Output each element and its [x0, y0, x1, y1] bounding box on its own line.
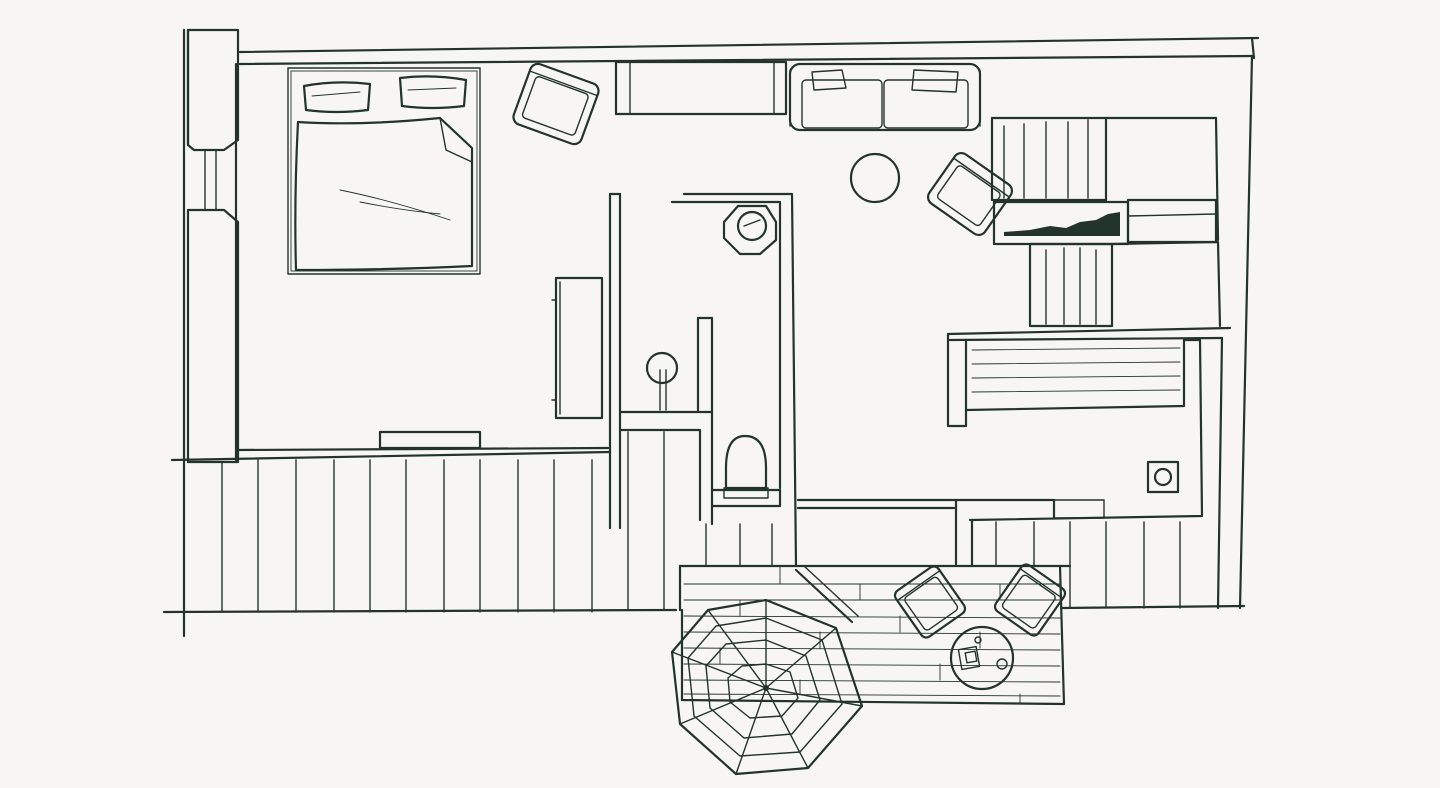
wardrobe	[614, 60, 788, 116]
double-bed	[287, 67, 481, 275]
exterior-walls	[234, 36, 1260, 610]
pillow	[398, 75, 468, 110]
side-table	[849, 152, 901, 204]
patio-chair	[893, 565, 967, 639]
washing-machine	[1146, 460, 1180, 494]
armchair	[512, 62, 600, 146]
wardrobe	[551, 276, 604, 420]
patio-umbrella	[670, 598, 864, 776]
patio-chair	[993, 563, 1067, 637]
round-patio-table	[949, 625, 1015, 691]
washbasin	[722, 204, 778, 256]
terrace-deck	[678, 564, 1072, 706]
shower	[645, 351, 679, 411]
bathroom-walls	[608, 192, 798, 568]
pillow	[302, 81, 372, 114]
tv-unit	[990, 116, 1222, 328]
wall-base-band	[162, 431, 1246, 614]
left-window	[182, 28, 240, 638]
sofa	[788, 62, 982, 132]
desk	[378, 430, 482, 450]
toilet	[723, 434, 769, 499]
kitchen-counter	[946, 326, 1232, 610]
interior-partition	[796, 498, 1105, 568]
armchair	[926, 151, 1014, 237]
